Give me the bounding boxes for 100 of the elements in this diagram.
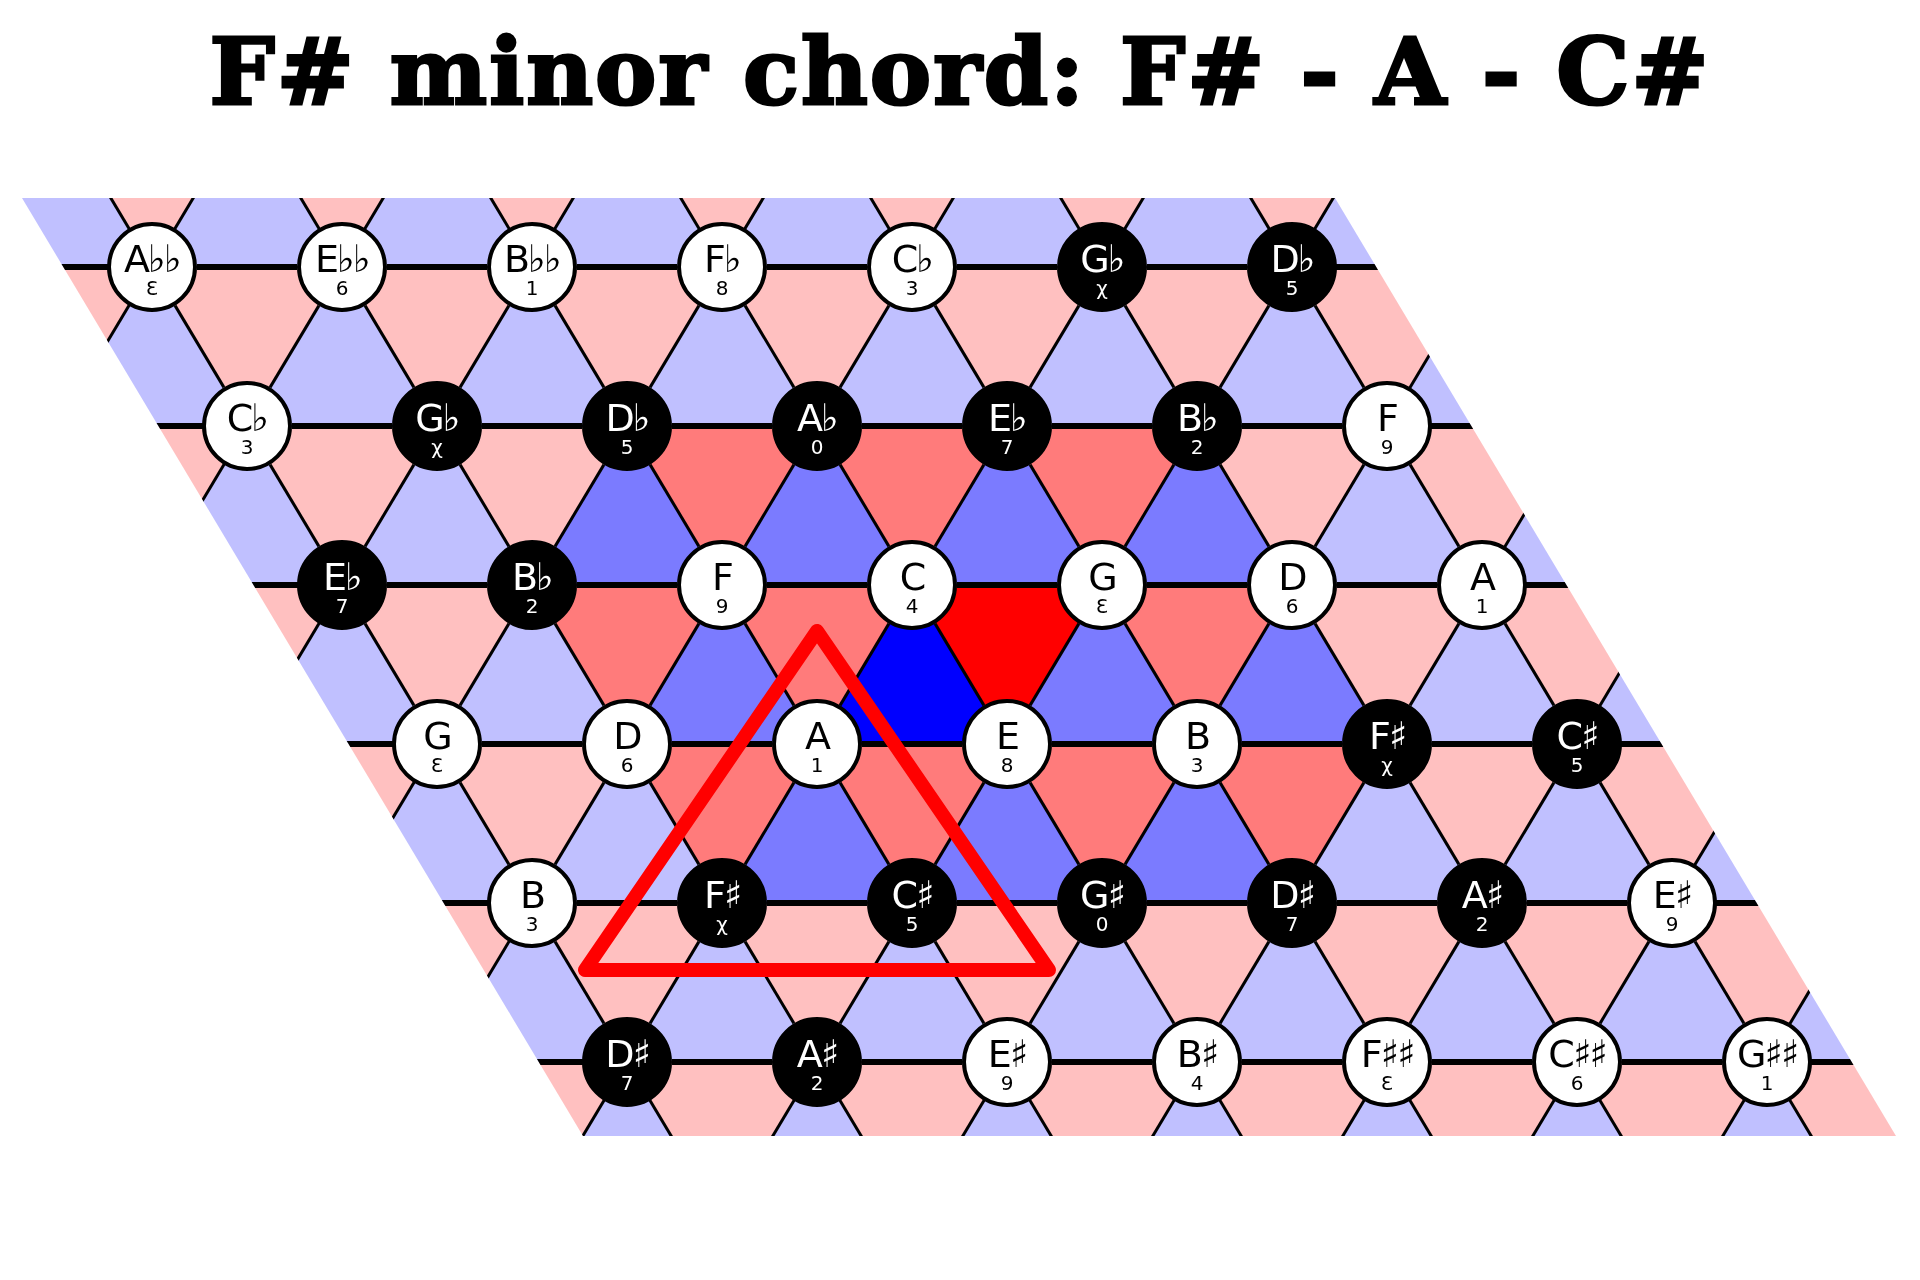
note-number: 9 (1380, 437, 1394, 457)
note-name: G♯♯ (1736, 1035, 1798, 1073)
note-name: F♯ (1368, 717, 1406, 755)
note-number: 3 (240, 437, 254, 457)
connector-line (648, 622, 701, 707)
connector-line (743, 463, 796, 548)
connector-line (1503, 940, 1556, 1025)
note-number: 1 (525, 278, 539, 298)
connector-line (268, 463, 321, 548)
connector-line (1408, 940, 1461, 1025)
connector-line (553, 622, 606, 707)
note-name: G♯ (1080, 876, 1124, 914)
connector-line (933, 304, 986, 389)
connector-line (862, 1059, 962, 1065)
connector-line (173, 304, 226, 389)
connector-line (1028, 940, 1081, 1025)
connector-line (1147, 264, 1247, 270)
connector-line (387, 582, 487, 588)
connector-line (1622, 1059, 1722, 1065)
note-number: 6 (1570, 1073, 1584, 1093)
note-number: Ɛ (1095, 596, 1109, 616)
connector-line (672, 423, 772, 429)
connector-line (1028, 781, 1081, 866)
connector-line (1432, 741, 1532, 747)
note-number: 1 (1475, 596, 1489, 616)
connector-line (1218, 463, 1271, 548)
note-number: 4 (1190, 1073, 1204, 1093)
note-name: B (519, 876, 545, 914)
note-name: F (712, 558, 732, 596)
connector-line (1242, 1059, 1342, 1065)
note-name: F♯♯ (1360, 1035, 1414, 1073)
note-number: 7 (620, 1073, 634, 1093)
connector-line (553, 304, 606, 389)
note-name: B♭ (512, 558, 552, 596)
connector-line (458, 463, 511, 548)
note-number: 7 (335, 596, 349, 616)
connector-line (933, 463, 986, 548)
connector-line (1052, 1059, 1152, 1065)
connector-line (1123, 940, 1176, 1025)
connector-line (1408, 781, 1461, 866)
note-name: D♭ (605, 399, 649, 437)
connector-line (1598, 940, 1651, 1025)
connector-line (767, 900, 867, 906)
note-name: F♯ (703, 876, 741, 914)
note-name: D♭ (1270, 240, 1314, 278)
note-name: D♯ (1270, 876, 1314, 914)
note-number: 5 (620, 437, 634, 457)
note-name: A (1470, 558, 1494, 596)
connector-line (648, 304, 701, 389)
note-name: D (1278, 558, 1306, 596)
note-name: C (899, 558, 925, 596)
connector-line (1598, 781, 1651, 866)
connector-line (838, 622, 891, 707)
note-number: 5 (905, 914, 919, 934)
connector-line (767, 582, 867, 588)
connector-line (1408, 463, 1461, 548)
connector-line (1693, 940, 1746, 1025)
note-number: 3 (525, 914, 539, 934)
note-number: 2 (1475, 914, 1489, 934)
connector-line (1408, 622, 1461, 707)
note-name: F (1377, 399, 1397, 437)
note-name: G♭ (415, 399, 459, 437)
connector-line (197, 264, 297, 270)
connector-line (1242, 423, 1342, 429)
note-name: E♭ (988, 399, 1026, 437)
connector-line (1052, 741, 1152, 747)
connector-line (1028, 463, 1081, 548)
connector-line (268, 304, 321, 389)
note-number: 1 (810, 755, 824, 775)
connector-line (672, 1059, 772, 1065)
connector-line (1052, 423, 1152, 429)
note-number: χ (1381, 755, 1393, 775)
note-number: 0 (810, 437, 824, 457)
connector-line (1123, 463, 1176, 548)
note-name: D♯ (605, 1035, 649, 1073)
note-name: E♯ (987, 1035, 1027, 1073)
note-name: G (423, 717, 451, 755)
connector-line (933, 622, 986, 707)
note-number: 7 (1285, 914, 1299, 934)
note-name: B♯ (1176, 1035, 1218, 1073)
note-name: D (613, 717, 641, 755)
note-name: C♯♯ (1548, 1035, 1606, 1073)
connector-line (957, 900, 1057, 906)
connector-line (838, 463, 891, 548)
note-name: C♯ (891, 876, 933, 914)
connector-line (957, 582, 1057, 588)
connector-line (577, 582, 677, 588)
note-number: Ɛ (145, 278, 159, 298)
note-name: G♭ (1080, 240, 1124, 278)
note-number: 9 (1665, 914, 1679, 934)
note-name: A♭♭ (124, 240, 180, 278)
note-number: 3 (1190, 755, 1204, 775)
note-number: 2 (525, 596, 539, 616)
connector-line (1123, 781, 1176, 866)
connector-line (648, 463, 701, 548)
note-name: B♭♭ (504, 240, 560, 278)
connector-line (1313, 463, 1366, 548)
connector-line (553, 781, 606, 866)
connector-line (1242, 741, 1342, 747)
note-number: Ɛ (1380, 1073, 1394, 1093)
